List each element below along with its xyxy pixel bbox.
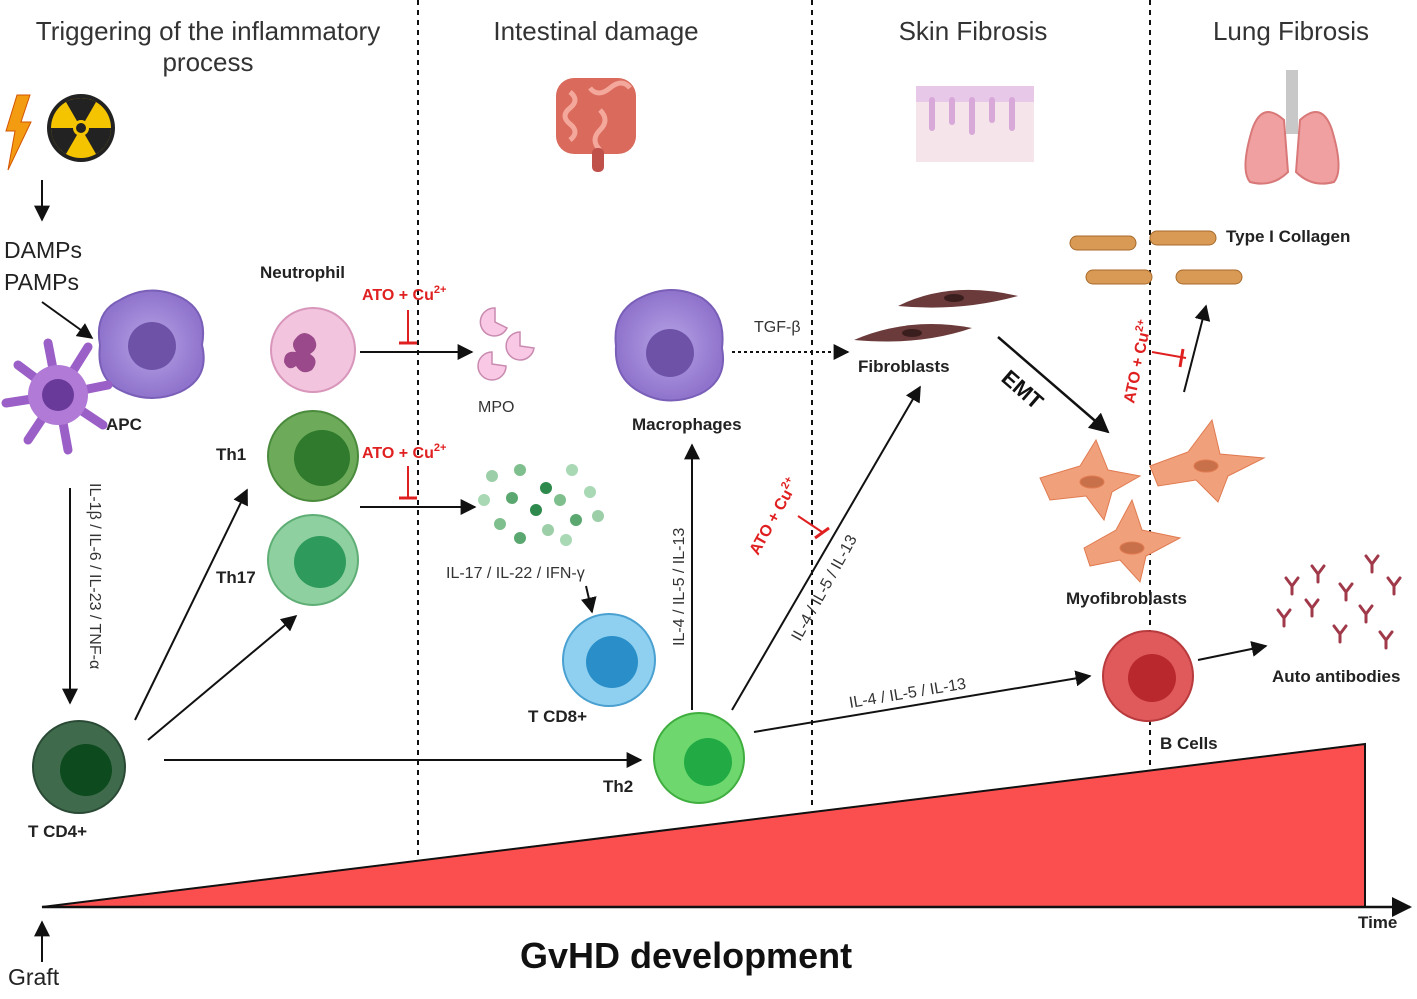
tcd4-cell (32, 720, 126, 814)
collagen-label: Type I Collagen (1226, 227, 1350, 246)
lungs-icon (1244, 70, 1340, 185)
dendritic-cell (1, 338, 113, 455)
section-intestinal: Intestinal damage (493, 16, 698, 46)
inhibitor-label-1: ATO + Cu2+ (362, 284, 446, 304)
mpo-icon (477, 307, 535, 381)
tcd4-th17-arrow (147, 614, 298, 741)
tcd4-th1-arrow (134, 488, 248, 721)
inhibitor-label-3: ATO + Cu2+ (744, 474, 802, 558)
damps-label: DAMPs (4, 237, 82, 263)
tgfb-label: TGF-β (754, 319, 801, 336)
bcells-label: B Cells (1160, 734, 1218, 753)
th17-cell (267, 514, 359, 606)
fibroblast-cells (854, 289, 1018, 342)
myofibroblast-cells (1039, 418, 1266, 584)
tcd4-label: T CD4+ (28, 822, 87, 841)
th2-bcell-arrow (753, 670, 1092, 733)
myofib-collagen-arrow (1183, 304, 1211, 393)
tcd8-cell (562, 613, 656, 707)
section-triggering-line2: process (162, 47, 253, 77)
macrophages-label: Macrophages (632, 415, 742, 434)
myofibroblasts-label: Myofibroblasts (1066, 589, 1187, 608)
skin-icon (916, 86, 1034, 162)
radiation-icon (47, 94, 115, 162)
cytokine-dots (478, 464, 604, 546)
apc-tcd4-cytokines: IL-1β / IL-6 / IL-23 / TNF-α (86, 483, 103, 669)
th1-cell (267, 410, 359, 502)
th2-fibro-arrow (731, 385, 921, 711)
section-triggering-line1: Triggering of the inflammatory (36, 16, 380, 46)
emt-arrow (997, 336, 1110, 434)
tcd8-label: T CD8+ (528, 707, 587, 726)
fibroblasts-label: Fibroblasts (858, 357, 950, 376)
collagen-fibers (1069, 230, 1243, 285)
th2-cell (653, 712, 745, 804)
graft-label: Graft (8, 964, 60, 990)
cytokines-tcd8-arrow (580, 585, 597, 614)
damps-arrow (41, 301, 94, 339)
bcell-cell (1102, 630, 1194, 722)
bcell-antibody-arrow (1197, 641, 1268, 661)
th1-label: Th1 (216, 445, 246, 464)
apc-cell (98, 289, 205, 400)
th17-label: Th17 (216, 568, 256, 587)
mpo-label: MPO (478, 399, 514, 416)
inhibitor-label-2: ATO + Cu2+ (362, 442, 446, 462)
time-label: Time (1358, 913, 1397, 932)
section-lung: Lung Fibrosis (1213, 16, 1369, 46)
diagram-title: GvHD development (520, 935, 852, 976)
neutrophil-cell (270, 307, 356, 393)
intestine-icon (556, 78, 636, 172)
inhibition-bar-3 (797, 515, 823, 533)
auto-antibodies-label: Auto antibodies (1272, 667, 1400, 686)
inhibition-tee-3 (814, 526, 830, 540)
pamps-label: PAMPs (4, 269, 79, 295)
antibody-icon (1276, 554, 1402, 650)
apc-label: APC (106, 415, 142, 434)
inhibition-tee-4 (1178, 348, 1185, 368)
macrophage-cell (614, 289, 724, 402)
il17-label: IL-17 / IL-22 / IFN-γ (446, 565, 585, 582)
lightning-icon (5, 94, 32, 171)
th2-label: Th2 (603, 777, 633, 796)
section-skin: Skin Fibrosis (899, 16, 1048, 46)
th2-macro-cytokines: IL-4 / IL-5 / IL-13 (671, 528, 688, 646)
neutrophil-label: Neutrophil (260, 263, 345, 282)
